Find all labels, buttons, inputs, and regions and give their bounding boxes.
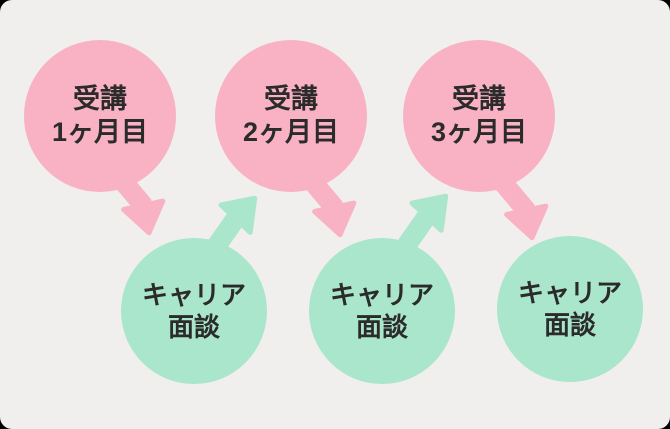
- circle-label-line: 受講: [452, 84, 506, 114]
- circle-course-month-1: 受講 1ヶ月目: [24, 40, 176, 192]
- circle-label-line: 2ヶ月目: [242, 117, 340, 147]
- circle-label-line: 面談: [543, 310, 596, 340]
- circle-label-line: キャリア: [329, 280, 434, 310]
- circle-label-line: 受講: [264, 84, 318, 114]
- circle-label-line: キャリア: [141, 280, 246, 310]
- circle-label-line: 1ヶ月目: [51, 117, 149, 147]
- circle-career-interview-1: キャリア 面談: [121, 238, 267, 384]
- circle-label-line: 面談: [355, 312, 408, 342]
- circle-course-month-2: 受講 2ヶ月目: [215, 40, 367, 192]
- circle-label-line: 面談: [167, 312, 220, 342]
- arrow-head: [218, 195, 258, 235]
- circle-label-line: 3ヶ月目: [430, 117, 528, 147]
- arrow-head: [504, 203, 549, 241]
- circle-course-month-3: 受講 3ヶ月目: [403, 40, 555, 192]
- circle-career-interview-2: キャリア 面談: [309, 238, 455, 384]
- circle-label-line: 受講: [73, 84, 127, 114]
- arrow-head: [409, 193, 449, 233]
- arrow-head: [121, 198, 166, 236]
- circle-label-line: キャリア: [517, 278, 622, 308]
- arrow-head: [312, 200, 357, 238]
- circle-career-interview-3: キャリア 面談: [497, 236, 643, 382]
